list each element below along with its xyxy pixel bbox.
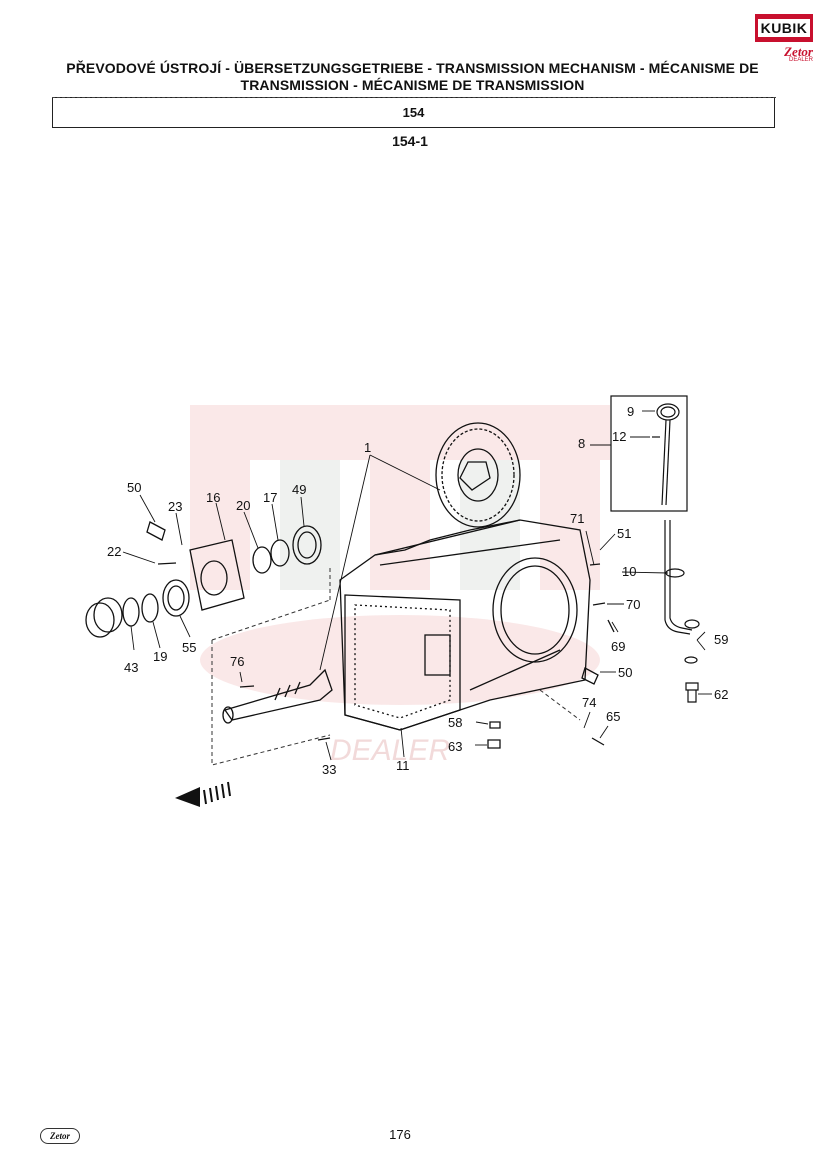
part-label: 9	[627, 404, 634, 419]
watermark-dealer: DEALER	[330, 734, 450, 767]
part-label: 17	[263, 490, 277, 505]
page-title: PŘEVODOVÉ ÚSTROJÍ - ÜBERSETZUNGSGETRIEBE…	[66, 60, 759, 93]
part-label: 43	[124, 660, 138, 675]
part-label: 65	[606, 709, 620, 724]
transmission-housing	[339, 519, 591, 731]
part-label: 76	[230, 654, 244, 669]
part-label: 70	[626, 597, 640, 612]
part-label: 8	[578, 436, 585, 451]
alignment-lines	[211, 565, 581, 766]
part-label: 58	[448, 715, 462, 730]
part-label: 22	[107, 544, 121, 559]
section-number: 154	[402, 105, 425, 120]
part-label: 69	[611, 639, 625, 654]
logo-dealer: DEALER	[788, 57, 813, 63]
part-label: 55	[182, 640, 196, 655]
direction-arrow-icon	[175, 781, 231, 807]
part-label: 71	[570, 511, 584, 526]
leader-lines	[122, 410, 712, 761]
part-label: 19	[153, 649, 167, 664]
figure-number: 154-1	[392, 133, 428, 149]
part-label: 20	[236, 498, 250, 513]
dipstick-assembly	[610, 395, 700, 703]
part-label: 49	[292, 482, 306, 497]
part-label: 12	[612, 429, 626, 444]
part-label: 33	[322, 762, 336, 777]
section-dash-line	[52, 97, 776, 98]
logo-brand: KUBIK	[757, 19, 811, 37]
input-shaft	[222, 668, 333, 724]
part-label: 50	[127, 480, 141, 495]
part-label: 51	[617, 526, 631, 541]
part-label: 1	[364, 440, 371, 455]
part-label: 74	[582, 695, 596, 710]
ring-gear	[435, 422, 521, 528]
watermark: DEALER	[190, 405, 610, 767]
part-label: 10	[622, 564, 636, 579]
part-label: 62	[714, 687, 728, 702]
part-label: 16	[206, 490, 220, 505]
part-label: 23	[168, 499, 182, 514]
part-label: 59	[714, 632, 728, 647]
bearings-and-seals	[85, 521, 615, 749]
footer-zetor-logo: Zetor	[40, 1128, 80, 1144]
kubik-zetor-logo: KUBIK Zetor DEALER	[755, 14, 813, 64]
logo-badge: KUBIK	[755, 14, 813, 42]
part-label: 63	[448, 739, 462, 754]
section-header-box: 154	[52, 97, 776, 128]
part-label: 50	[618, 665, 632, 680]
page-number: 176	[389, 1127, 411, 1142]
part-labels: 1 8 9 10 11 12 16 17 19 20 22 23 33 43 4…	[107, 404, 728, 777]
logo-zetor: Zetor	[784, 44, 813, 59]
part-label: 11	[396, 758, 410, 773]
